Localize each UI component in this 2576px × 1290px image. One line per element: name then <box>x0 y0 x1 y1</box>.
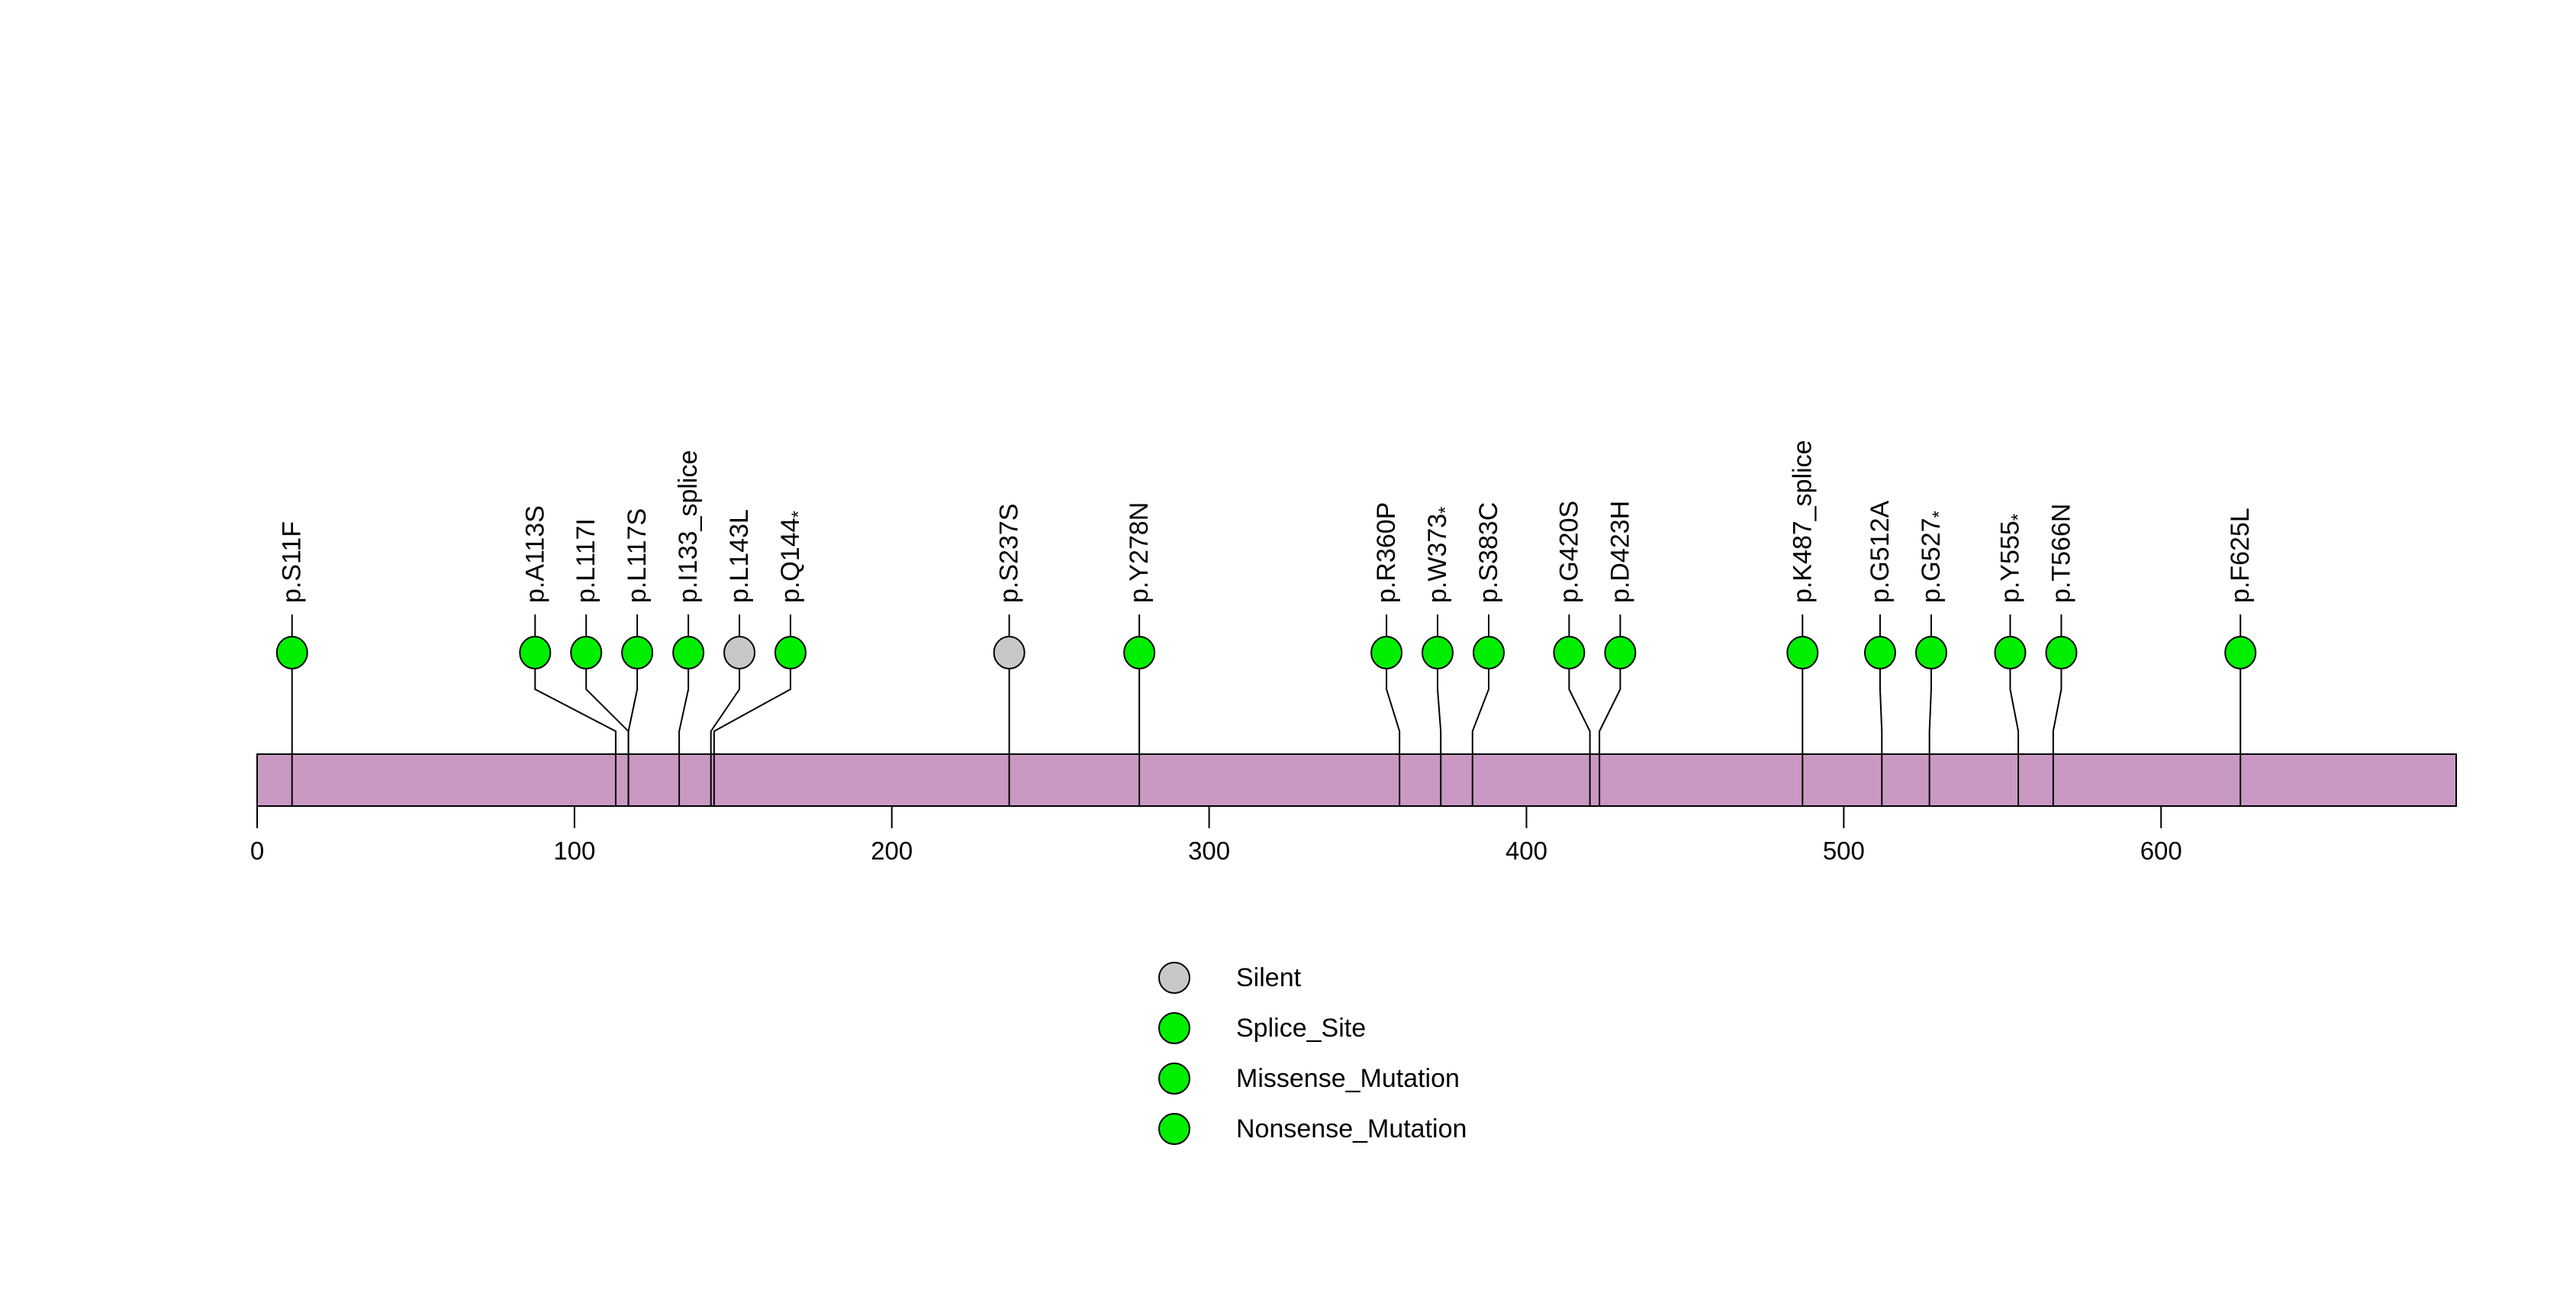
lollipop-circle <box>2045 636 2078 669</box>
lollipop-circle <box>275 636 308 669</box>
mutation-label: p.R360P <box>1372 502 1401 603</box>
mutation-label: p.Y555* <box>1995 514 2028 603</box>
axis-tick-label: 600 <box>2140 837 2182 865</box>
lollipop-circle <box>519 636 552 669</box>
mutation-label: p.A113S <box>520 505 549 603</box>
lollipop-circle <box>723 636 756 669</box>
axis-tick-label: 100 <box>553 837 595 865</box>
legend-item: Nonsense_Mutation <box>1158 1104 1467 1154</box>
mutation-label: p.I133_splice <box>674 450 703 603</box>
lollipop-circle <box>570 636 603 669</box>
mutation-label: p.K487_splice <box>1788 440 1817 603</box>
mutation-label: p.Y278N <box>1125 502 1154 603</box>
lollipop-circle <box>1863 636 1896 669</box>
protein-bar <box>256 753 2457 807</box>
mutation-label: p.G512A <box>1866 500 1895 603</box>
mutation-label: p.L117S <box>623 508 652 603</box>
lollipop-circle <box>1786 636 1819 669</box>
lollipop-circle <box>1123 636 1156 669</box>
legend-swatch-icon <box>1158 1063 1190 1095</box>
legend-swatch-icon <box>1158 1012 1190 1044</box>
mutation-label: p.S237S <box>995 504 1024 603</box>
lollipop-circle <box>1422 636 1454 669</box>
axis-tick-label: 400 <box>1505 837 1547 865</box>
mutation-label: p.G527* <box>1917 511 1950 603</box>
legend-label: Splice_Site <box>1236 1013 1367 1043</box>
mutation-label: p.W373* <box>1423 506 1456 603</box>
legend-label: Silent <box>1236 963 1302 992</box>
legend-item: Silent <box>1158 953 1467 1003</box>
lollipop-circle <box>1994 636 2027 669</box>
mutation-label: p.S11F <box>278 521 307 603</box>
legend-swatch-icon <box>1158 962 1190 994</box>
mutation-label: p.F625L <box>2226 508 2255 603</box>
axis-tick-label: 500 <box>1823 837 1865 865</box>
mutation-label: p.L143L <box>725 509 754 603</box>
mutation-label: p.G420S <box>1554 501 1583 603</box>
legend-label: Nonsense_Mutation <box>1236 1114 1467 1143</box>
axis-tick-label: 0 <box>250 837 264 865</box>
axis-tick-label: 300 <box>1188 837 1230 865</box>
lollipop-circle <box>1914 636 1947 669</box>
lollipop-circle <box>1604 636 1637 669</box>
lollipop-circle <box>2224 636 2257 669</box>
lollipop-circle <box>621 636 654 669</box>
legend-swatch-icon <box>1158 1113 1190 1145</box>
mutation-label: p.D423H <box>1605 501 1634 603</box>
legend-item: Missense_Mutation <box>1158 1053 1467 1104</box>
mutation-label: p.S383C <box>1474 502 1503 603</box>
lollipop-circle <box>993 636 1026 669</box>
lollipop-circle <box>1370 636 1403 669</box>
lollipop-circle <box>774 636 807 669</box>
lollipop-circle <box>1553 636 1586 669</box>
mutation-label: p.Q144* <box>776 511 809 603</box>
mutation-label: p.T566N <box>2046 504 2075 603</box>
legend-item: Splice_Site <box>1158 1003 1467 1053</box>
lollipop-circle <box>1473 636 1505 669</box>
legend-label: Missense_Mutation <box>1236 1063 1460 1093</box>
mutation-label: p.L117I <box>572 518 601 603</box>
lollipop-circle <box>672 636 705 669</box>
axis-tick-label: 200 <box>871 837 913 865</box>
